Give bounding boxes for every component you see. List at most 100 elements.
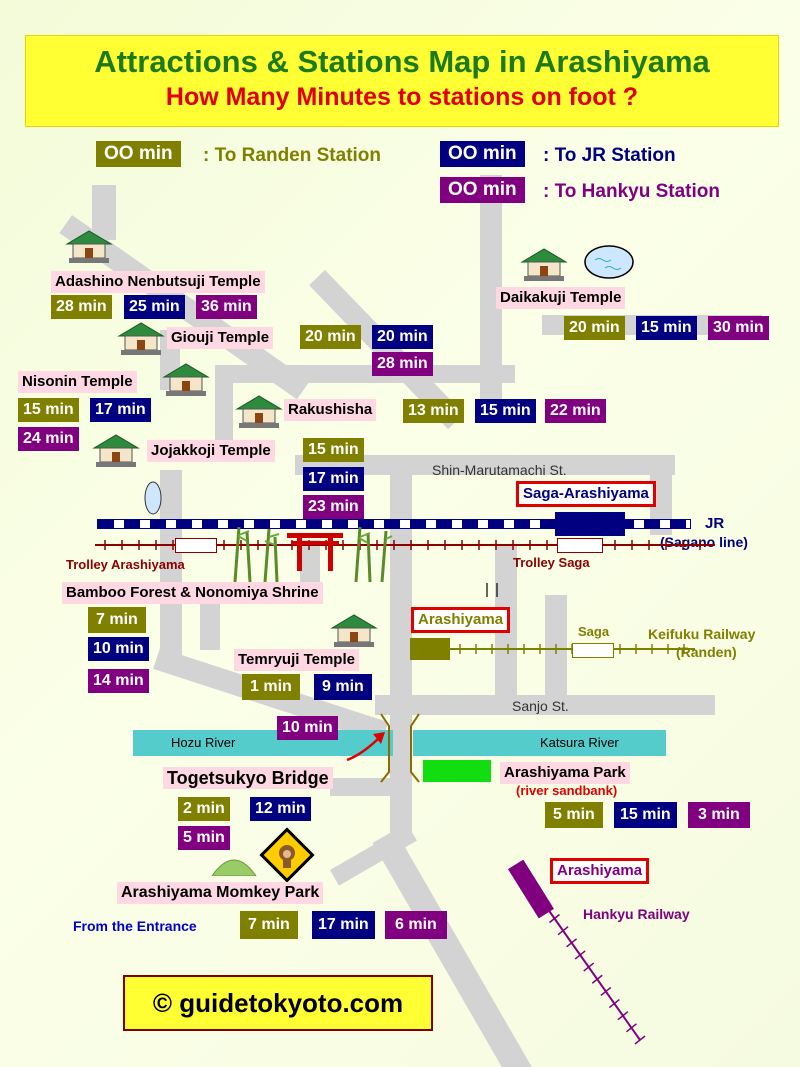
jojakkoji-hankyu-badge: 23 min [303, 495, 364, 519]
daikakuji-jr-badge: 15 min [636, 316, 697, 340]
arrow-icon [346, 732, 385, 762]
trolley-arashiyama-label: Trolley Arashiyama [66, 557, 185, 572]
monkey-park-hankyu-badge: 6 min [385, 911, 447, 939]
adashino-hankyu-badge: 36 min [196, 295, 257, 319]
rakushisha-label: Rakushisha [284, 399, 377, 421]
jojakkoji-randen-badge: 15 min [303, 438, 364, 462]
daikakuji-label: Daikakuji Temple [496, 287, 626, 309]
adashino-jr-badge: 25 min [124, 295, 185, 319]
road [650, 455, 672, 535]
legend-hankyu-badge: OO min [440, 177, 525, 203]
giouji-label: Giouji Temple [167, 327, 274, 349]
legend-randen-text: : To Randen Station [203, 145, 382, 166]
page-title: Attractions & Stations Map in Arashiyama [94, 44, 710, 79]
temple-icon [330, 614, 378, 647]
keifuku-sub-label: (Randen) [676, 644, 737, 660]
hozu-river-label: Hozu River [171, 735, 236, 750]
bamboo-forest-jr-badge: 10 min [88, 637, 149, 661]
hankyu-railway-label: Hankyu Railway [583, 906, 690, 922]
katsura-river: Katsura River [413, 730, 666, 756]
temryuji-jr-badge: 9 min [314, 674, 372, 700]
giouji-jr-badge: 20 min [372, 325, 433, 349]
giouji-hankyu-badge: 28 min [372, 352, 433, 376]
monkey-park-jr-badge: 17 min [312, 911, 375, 939]
road [215, 365, 233, 445]
randen-saga-station [572, 643, 614, 658]
trolley-saga-label: Trolley Saga [513, 555, 590, 570]
daikakuji-randen-badge: 20 min [564, 316, 625, 340]
arashiyama-park-randen-badge: 5 min [545, 802, 603, 828]
torii-icon [287, 533, 343, 571]
trolley-arashiyama-station [175, 538, 217, 553]
keifuku-label: Keifuku Railway [648, 626, 756, 642]
bamboo-forest-hankyu-badge: 14 min [88, 669, 149, 693]
temple-icon [65, 230, 113, 263]
adashino-label: Adashino Nenbutsuji Temple [51, 271, 265, 293]
shin-marutamachi-street-label: Shin-Marutamachi St. [432, 462, 567, 478]
sanjo-street-label: Sanjo St. [512, 698, 569, 714]
nisonin-randen-badge: 15 min [18, 398, 79, 422]
nisonin-label: Nisonin Temple [18, 371, 137, 393]
rakushisha-hankyu-badge: 22 min [545, 399, 606, 423]
arashiyama-park-hankyu-badge: 3 min [688, 802, 750, 828]
pond-icon [144, 481, 162, 515]
trolley-saga-station [557, 538, 603, 553]
road [390, 470, 412, 840]
road [330, 778, 400, 796]
rakushisha-jr-badge: 15 min [475, 399, 536, 423]
arashiyama-park-label: Arashiyama Park [500, 762, 630, 784]
bamboo-icon [233, 527, 280, 582]
katsura-river-label: Katsura River [540, 735, 619, 750]
togetsukyo-jr-badge: 12 min [250, 797, 311, 821]
copyright-banner: © guidetokyoto.com [123, 975, 433, 1031]
jojakkoji-label: Jojakkoji Temple [147, 440, 275, 462]
bridge-icon [380, 713, 420, 783]
hill-icon [211, 859, 257, 876]
legend-jr-badge: OO min [440, 141, 525, 167]
jr-line [97, 519, 691, 529]
temryuji-label: Temryuji Temple [234, 649, 359, 671]
randen-arashiyama-station [410, 638, 450, 660]
station-bracket [486, 583, 498, 597]
road [480, 175, 502, 415]
temryuji-hankyu-badge: 10 min [277, 716, 338, 740]
togetsukyo-label: Togetsukyo Bridge [163, 767, 333, 789]
title-banner: Attractions & Stations Map in Arashiyama… [25, 35, 779, 127]
nisonin-hankyu-badge: 24 min [18, 427, 79, 451]
togetsukyo-hankyu-badge: 5 min [178, 826, 230, 850]
arashiyama-park-area [423, 760, 491, 782]
road [200, 595, 220, 650]
pond-icon [584, 245, 634, 279]
nisonin-jr-badge: 17 min [90, 398, 151, 422]
road [215, 365, 515, 383]
monkey-park-randen-badge: 7 min [240, 911, 298, 939]
bamboo-icon [354, 527, 393, 582]
road [160, 470, 182, 660]
temple-icon [162, 363, 210, 396]
bamboo-forest-label: Bamboo Forest & Nonomiya Shrine [62, 582, 323, 604]
jojakkoji-jr-badge: 17 min [303, 467, 364, 491]
rakushisha-randen-badge: 13 min [403, 399, 464, 423]
page-subtitle: How Many Minutes to stations on foot ? [165, 83, 639, 111]
bamboo-forest-randen-badge: 7 min [88, 607, 146, 633]
jr-station [555, 512, 625, 536]
giouji-randen-badge: 20 min [300, 325, 361, 349]
randen-arashiyama-station-label: Arashiyama [411, 607, 511, 633]
saga-arashiyama-station-label: Saga-Arashiyama [516, 481, 656, 507]
togetsukyo-randen-badge: 2 min [178, 797, 230, 821]
monkey-sign-icon [259, 827, 315, 883]
temple-icon [117, 322, 165, 355]
temryuji-randen-badge: 1 min [242, 674, 300, 700]
arashiyama-park-sub-label: (river sandbank) [516, 783, 618, 798]
road [300, 540, 320, 590]
hankyu-line [507, 860, 646, 1045]
hankyu-arashiyama-station-label: Arashiyama [550, 858, 650, 884]
arashiyama-park-jr-badge: 15 min [614, 802, 677, 828]
monkey-park-prefix: From the Entrance [73, 918, 197, 934]
legend-hankyu-text: : To Hankyu Station [543, 181, 720, 202]
randen-saga-label: Saga [578, 624, 610, 639]
temple-icon [520, 248, 568, 281]
monkey-park-label: Arashiyama Momkey Park [117, 882, 324, 904]
daikakuji-hankyu-badge: 30 min [708, 316, 769, 340]
